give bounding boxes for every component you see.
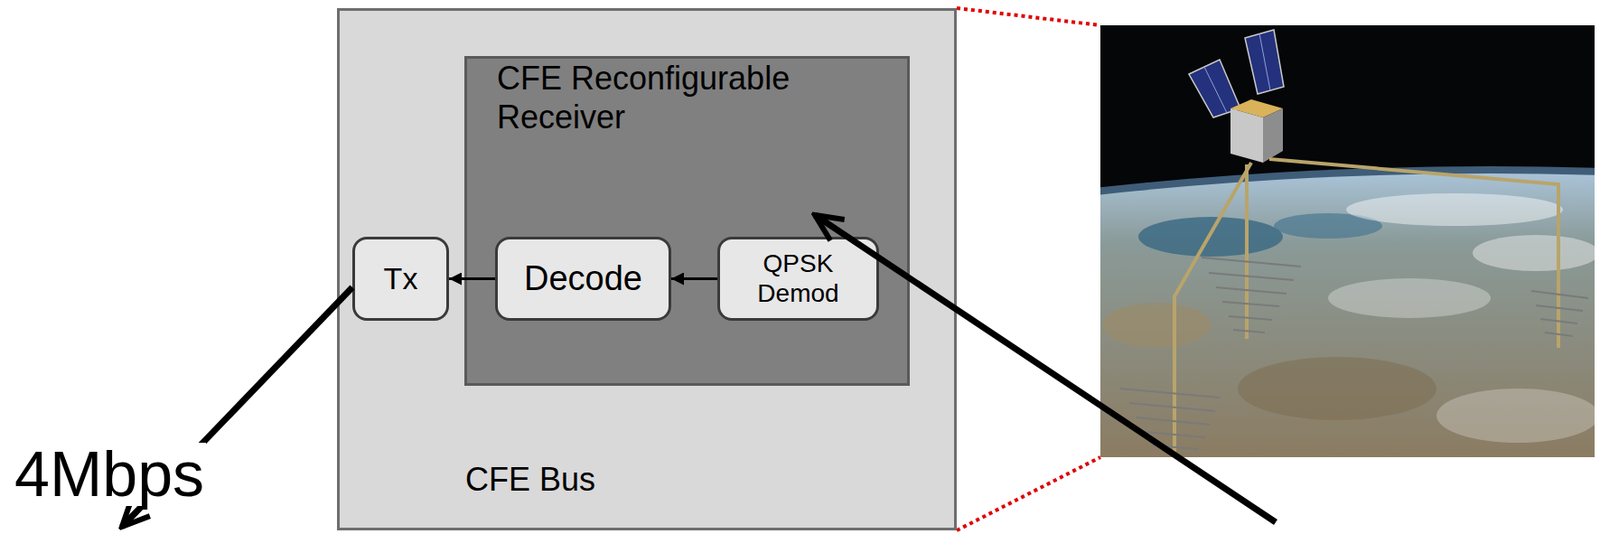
space-scene bbox=[1100, 25, 1595, 458]
antenna-element bbox=[1208, 272, 1294, 281]
antenna-element bbox=[1136, 417, 1211, 425]
label-holder: 4Mbps bbox=[12, 442, 206, 506]
node-text: Decode bbox=[523, 259, 643, 300]
antenna-element bbox=[1535, 305, 1583, 311]
antenna-element bbox=[1129, 402, 1216, 412]
antenna-element bbox=[1228, 316, 1273, 320]
antenna-element bbox=[1201, 257, 1301, 267]
cloud bbox=[1436, 388, 1595, 443]
solar-panel bbox=[1244, 29, 1284, 94]
node-text: CFE Reconfigurable Receiver bbox=[496, 58, 823, 137]
antenna-element bbox=[1222, 301, 1280, 307]
antenna-element bbox=[1531, 290, 1589, 299]
node-text: Tx bbox=[383, 261, 419, 297]
demod-block: QPSK Demod bbox=[717, 236, 880, 321]
node-text: QPSK Demod bbox=[748, 249, 849, 308]
panel-grid bbox=[1204, 66, 1227, 113]
antenna-element bbox=[1151, 445, 1198, 450]
antenna-element bbox=[1544, 332, 1573, 337]
downlink-arrow bbox=[121, 287, 353, 527]
decode-block: Decode bbox=[495, 236, 672, 321]
flow-arrow bbox=[671, 277, 718, 281]
boom bbox=[1269, 159, 1559, 348]
receiver-box: CFE Reconfigurable ReceiverDecode QPSK De… bbox=[464, 56, 910, 386]
zoom-line bbox=[956, 8, 1101, 26]
antenna-element bbox=[1233, 329, 1265, 333]
land bbox=[1237, 356, 1437, 421]
uplink-arrow bbox=[814, 215, 1276, 523]
rate-label: 4Mbps bbox=[12, 442, 206, 506]
zoom-line bbox=[956, 457, 1101, 531]
land bbox=[1102, 302, 1211, 348]
bus-box: CFE Bus CFE Reconfigurable ReceiverDecode… bbox=[336, 8, 957, 531]
satellite-side bbox=[1263, 108, 1283, 163]
edge-group bbox=[449, 278, 718, 280]
antenna-element bbox=[1216, 287, 1287, 294]
cloud bbox=[1328, 278, 1491, 319]
antenna-element bbox=[1143, 431, 1206, 438]
panel-grid bbox=[1259, 33, 1271, 91]
antenna-element bbox=[1120, 388, 1220, 398]
tx-block: Tx bbox=[352, 236, 450, 321]
boom bbox=[1244, 164, 1249, 339]
antenna-element bbox=[1540, 318, 1578, 324]
satellite-body bbox=[1230, 108, 1264, 163]
cloud bbox=[1346, 193, 1563, 226]
flow-arrow bbox=[449, 277, 496, 281]
node-text: CFE Bus bbox=[465, 459, 596, 499]
cloud bbox=[1472, 234, 1595, 272]
